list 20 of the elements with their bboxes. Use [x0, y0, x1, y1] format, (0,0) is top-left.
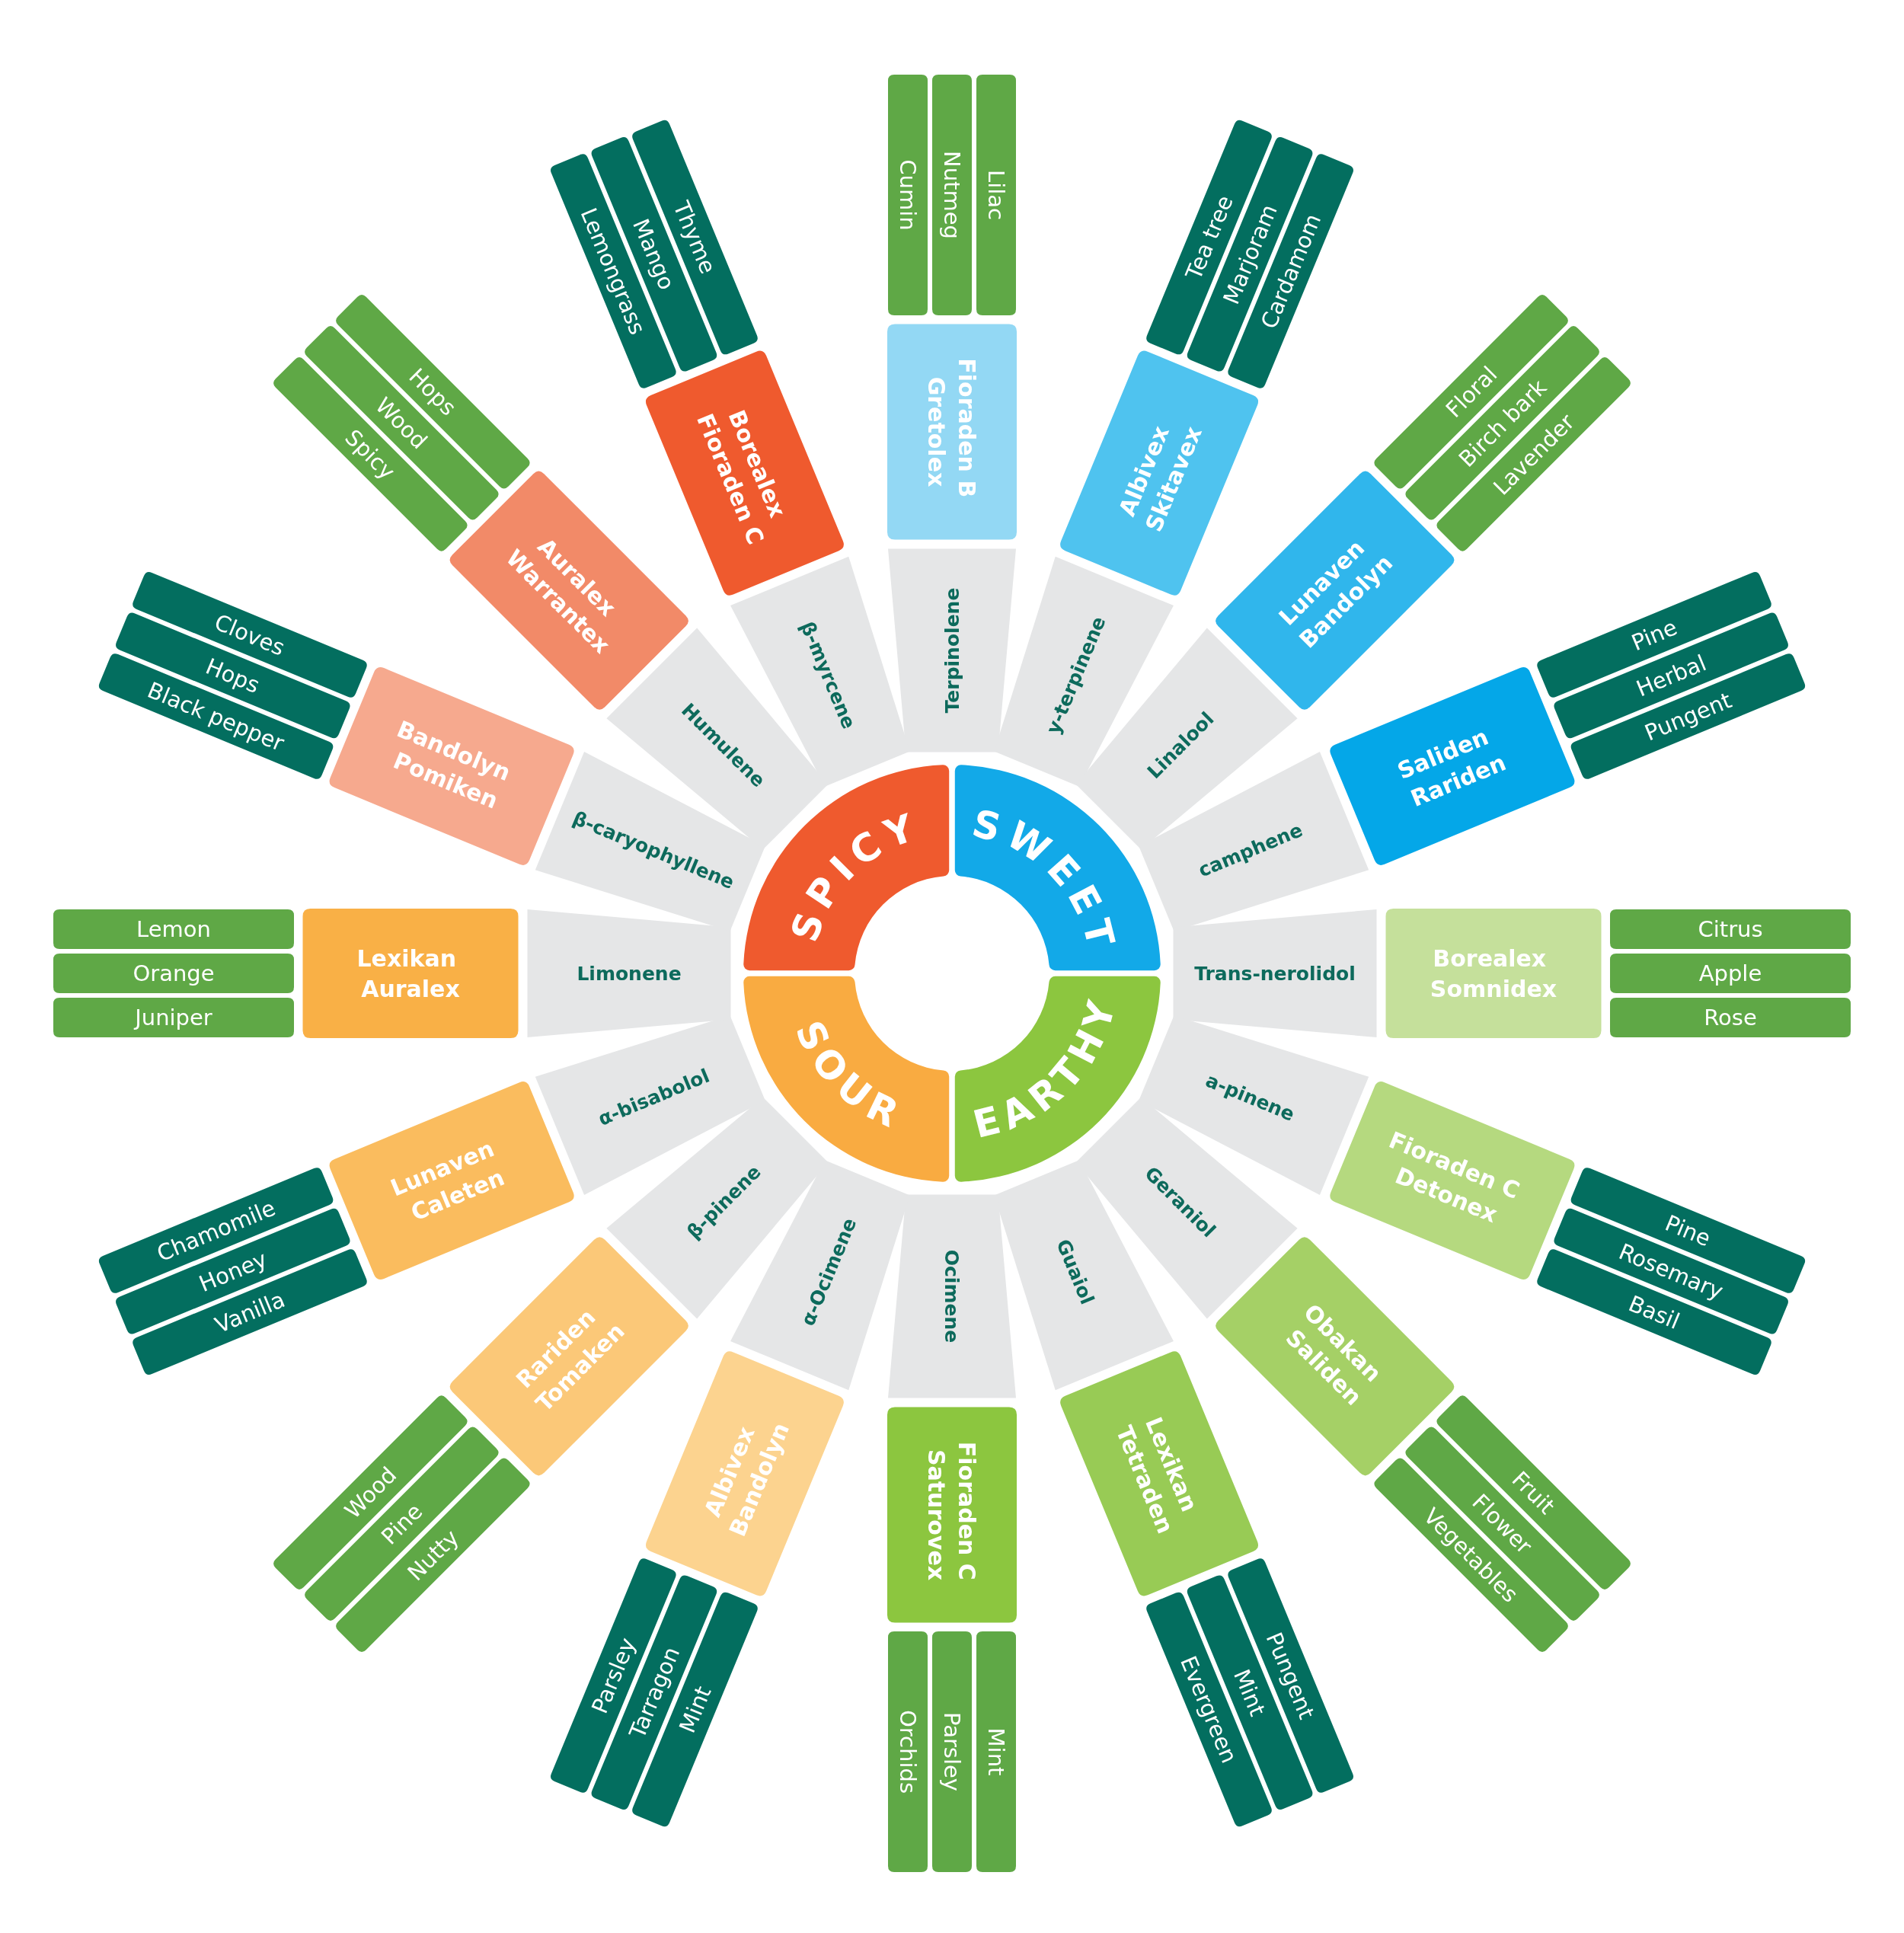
terpene-box: Limonene	[527, 909, 731, 1037]
flavor-tag: Lilac	[976, 75, 1016, 315]
flavor-tag: Citrus	[1610, 909, 1851, 949]
flavor-tag: Mint	[976, 1631, 1016, 1872]
terpene-box: Trans-nerolidol	[1173, 909, 1377, 1037]
flavor-tag: Lemon	[53, 909, 294, 949]
flavor-tag: Parsley	[932, 1631, 972, 1872]
flavor-tag: Orchids	[888, 1631, 928, 1872]
flavor-tag: Apple	[1610, 954, 1851, 993]
flavor-tag: Cumin	[888, 75, 928, 315]
strain-box: Lexikan Auralex	[302, 909, 519, 1038]
terpene-box: Terpinolene	[888, 548, 1016, 752]
flavor-tag: Nutmeg	[932, 75, 972, 315]
flavor-tag: Rose	[1610, 998, 1851, 1037]
flavor-tag: Juniper	[53, 998, 294, 1037]
strain-box: Fioraden C Saturovex	[887, 1407, 1017, 1623]
flavor-tag: Orange	[53, 954, 294, 993]
strain-box: Fioraden B Gretolex	[887, 324, 1017, 540]
strain-box: Borealex Somnidex	[1385, 909, 1602, 1038]
terpene-box: Ocimene	[888, 1194, 1016, 1398]
